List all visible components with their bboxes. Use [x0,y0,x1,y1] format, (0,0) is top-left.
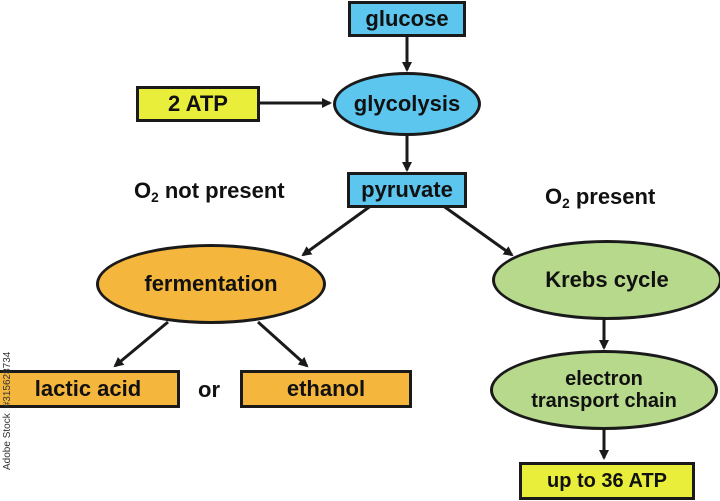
o2-symbol: O [134,178,152,203]
pyruvate-node: pyruvate [347,172,467,208]
fermentation-node: fermentation [96,244,326,324]
ethanol-label: ethanol [286,375,366,401]
arrow-fermentation-to-ethanol [256,320,309,368]
or-text: or [198,377,220,402]
o2-symbol: O [545,184,563,209]
arrow-fermentation-to-lactic-acid [113,320,169,368]
etc-label-line2: transport chain [531,390,677,412]
o2-subscript: 2 [151,189,159,205]
etc-label-line1: electron [565,367,643,390]
watermark-brand: Adobe Stock [2,413,13,470]
atp-input-label: 2 ATP [168,90,228,116]
krebs-cycle-node: Krebs cycle [492,240,720,320]
krebs-cycle-label: Krebs cycle [545,266,669,292]
electron-transport-chain-node: electron transport chain [490,350,718,430]
glycolysis-node: glycolysis [333,72,481,136]
ethanol-node: ethanol [240,370,412,408]
o2-not-present-label: O2 not present [134,178,285,205]
or-label: or [198,377,220,403]
arrow-pyruvate-to-krebs [441,203,514,257]
o2-not-present-text: not present [158,178,285,203]
o2-present-text: present [569,184,656,209]
pyruvate-label: pyruvate [361,176,453,202]
watermark-id: #315628734 [2,351,13,408]
glucose-node: glucose [348,1,466,37]
lactic-acid-label: lactic acid [34,375,142,401]
o2-subscript: 2 [562,195,570,211]
lactic-acid-node: lactic acid [0,370,180,408]
o2-present-label: O2 present [545,184,655,211]
atp-output-label: up to 36 ATP [547,469,667,492]
atp-output-node: up to 36 ATP [519,462,695,500]
arrow-pyruvate-to-fermentation [301,203,373,257]
stock-watermark: Adobe Stock #315628734 [2,352,13,470]
glycolysis-label: glycolysis [353,90,461,116]
fermentation-label: fermentation [144,270,278,296]
glucose-label: glucose [365,5,449,31]
atp-input-node: 2 ATP [136,86,260,122]
